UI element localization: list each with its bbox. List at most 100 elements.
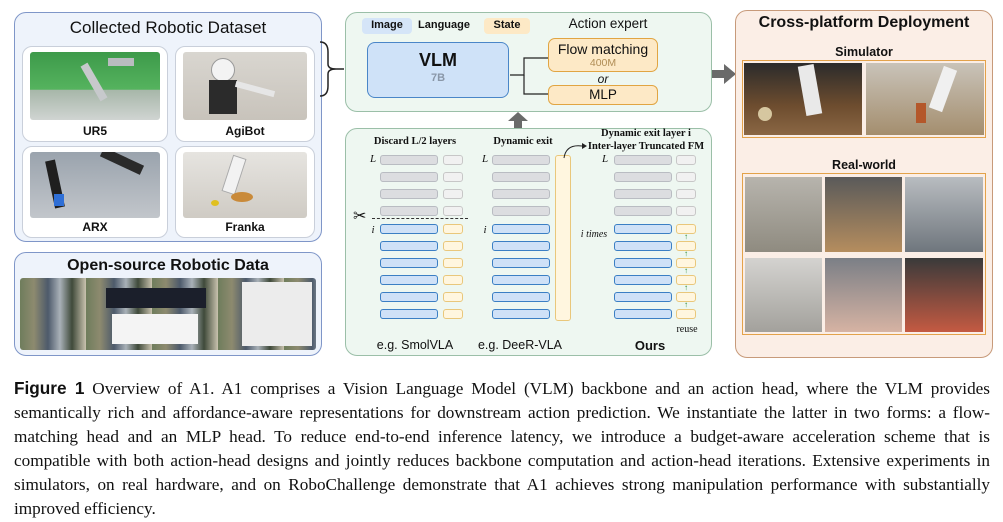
col1-L: L <box>369 153 377 165</box>
simulator-frame <box>742 60 986 138</box>
reuse-label: reuse <box>676 324 698 335</box>
col3-layer <box>614 189 672 199</box>
col3-layer <box>614 241 672 251</box>
col1-head <box>443 309 463 319</box>
col3-head <box>676 189 696 199</box>
col3-layer <box>614 224 672 234</box>
vlm-to-heads-arrows <box>510 55 552 97</box>
real-photo <box>745 258 822 332</box>
figure-label: Figure 1 <box>14 378 85 398</box>
franka-photo <box>183 152 307 218</box>
col3-layer <box>614 309 672 319</box>
robot-label-franka: Franka <box>225 220 265 234</box>
loop-arrow <box>563 143 587 159</box>
col2-layer <box>492 309 550 319</box>
col3-L: L <box>601 153 609 165</box>
mlp-label: MLP <box>589 87 617 102</box>
vlm-box <box>367 42 509 98</box>
col1-head <box>443 275 463 285</box>
caption-text: Overview of A1. A1 comprises a Vision La… <box>14 379 990 518</box>
col2-action-head <box>555 155 571 321</box>
col3-head <box>676 206 696 216</box>
col1-layer <box>380 292 438 302</box>
col1-layer <box>380 206 438 216</box>
robot-label-ur5: UR5 <box>82 124 107 138</box>
col1-head <box>443 189 463 199</box>
flow-matching-size: 400M <box>589 57 617 69</box>
col1-head <box>443 258 463 268</box>
col1-layer <box>380 275 438 285</box>
i-times-label: i times <box>580 229 608 240</box>
flow-matching-label: Flow matching <box>557 41 649 57</box>
col2-layer <box>492 224 550 234</box>
up-arrow <box>508 112 528 130</box>
col1-head <box>443 172 463 182</box>
robot-label-agibot: AgiBot <box>225 124 265 138</box>
col3-layer <box>614 155 672 165</box>
col3-layer <box>614 206 672 216</box>
col1-head <box>443 292 463 302</box>
dataset-to-model-bracket <box>319 41 344 97</box>
col3-head <box>676 241 696 251</box>
col2-i: i <box>483 224 487 236</box>
col1-head <box>443 224 463 234</box>
vlm-title: VLM <box>419 50 457 70</box>
figure-caption: Figure 1 Overview of A1. A1 comprises a … <box>14 376 990 521</box>
col1-layer <box>380 309 438 319</box>
col1-layer <box>380 189 438 199</box>
col2-layer <box>492 258 550 268</box>
col2-layer <box>492 155 550 165</box>
col2-title: Dynamic exit <box>493 136 553 147</box>
reuse-arrows: ↑↑↑↑↑ <box>684 232 688 309</box>
col3-head <box>676 258 696 268</box>
open-source-collage <box>20 278 316 350</box>
open-source-title: Open-source Robotic Data <box>67 257 269 274</box>
col2-layer <box>492 292 550 302</box>
mlp-box <box>548 85 658 105</box>
simulator-label: Simulator <box>835 45 893 59</box>
col3-layer <box>614 172 672 182</box>
real-world-label: Real-world <box>832 158 896 172</box>
arx-photo <box>30 152 160 218</box>
tag-state: State <box>484 18 530 34</box>
col2-layer <box>492 172 550 182</box>
col2-layer <box>492 189 550 199</box>
col3-head <box>676 224 696 234</box>
real-photo <box>745 177 822 252</box>
col3-head <box>676 172 696 182</box>
col1-title: Discard L/2 layers <box>373 136 457 147</box>
collected-dataset-title: Collected Robotic Dataset <box>69 18 267 37</box>
real-photo <box>825 258 902 332</box>
col1-layer <box>380 241 438 251</box>
col1-layer <box>380 155 438 165</box>
eg-deer-vla: e.g. DeeR-VLA <box>477 338 563 352</box>
col1-i: i <box>371 224 375 236</box>
ur5-photo <box>30 52 160 120</box>
robot-label-arx: ARX <box>82 220 108 234</box>
vlm-size: 7B <box>430 72 446 84</box>
col1-head <box>443 241 463 251</box>
col3-layer <box>614 275 672 285</box>
agibot-photo <box>183 52 307 120</box>
col1-layer <box>380 258 438 268</box>
col3-head <box>676 275 696 285</box>
scissors-icon: ✂ <box>353 208 367 225</box>
action-expert-label: Action expert <box>568 16 648 31</box>
tag-image: Image <box>362 18 412 34</box>
flow-matching-box <box>548 38 658 72</box>
col2-L: L <box>481 153 489 165</box>
deployment-title: Cross-platform Deployment <box>758 14 970 31</box>
col3-layer <box>614 258 672 268</box>
col3-head <box>676 292 696 302</box>
col2-layer <box>492 275 550 285</box>
real-photo <box>825 177 902 252</box>
real-photo <box>905 177 983 252</box>
discard-cut-line <box>372 218 468 219</box>
simulator-photo-2 <box>866 63 984 135</box>
col3-head <box>676 309 696 319</box>
eg-smolvla: e.g. SmolVLA <box>376 338 454 352</box>
real-photo <box>905 258 983 332</box>
col1-layer <box>380 172 438 182</box>
tag-language: Language <box>418 19 470 31</box>
col1-head <box>443 206 463 216</box>
